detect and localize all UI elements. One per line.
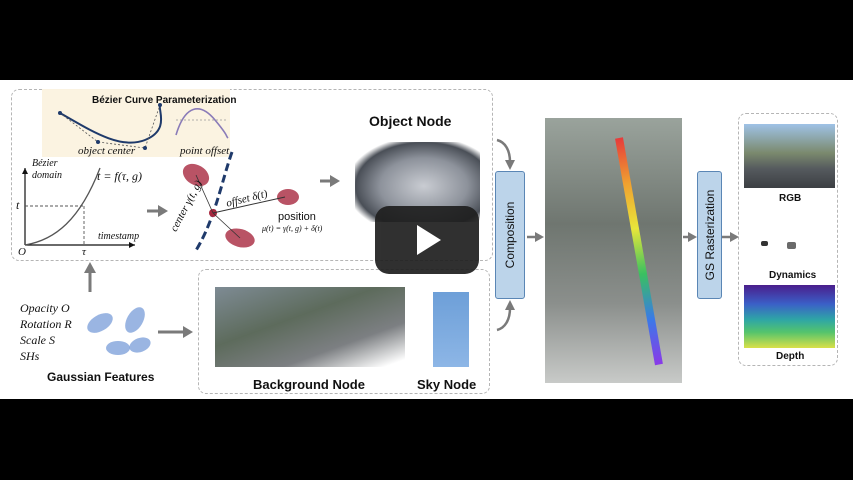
rgb-label: RGB [779, 193, 802, 204]
composed-scene-render [545, 118, 682, 383]
feature-rotation: Rotation R [20, 317, 72, 331]
sky-node-render [433, 292, 469, 367]
bezier-domain-label-2: domain [32, 170, 62, 181]
composition-label: Composition [503, 201, 517, 269]
composition-box: Composition [495, 171, 525, 299]
dynamics-output [744, 208, 835, 270]
background-node-title: Background Node [253, 377, 365, 392]
point-offset-label: point offset [180, 145, 230, 157]
position-label: position [278, 211, 316, 223]
sky-node-title: Sky Node [417, 377, 477, 392]
object-center-label: object center [78, 145, 136, 157]
rgb-output [744, 124, 835, 188]
background-node-render [215, 287, 405, 367]
gaussian-features-label: Gaussian Features [47, 370, 155, 384]
depth-label: Depth [776, 351, 805, 362]
t-label: t [16, 198, 20, 212]
origin-label: O [18, 246, 26, 258]
bezier-title: Bézier Curve Parameterization [92, 95, 237, 106]
play-button[interactable] [375, 206, 479, 274]
method-diagram: Bézier Curve Parameterization [0, 80, 853, 399]
object-node-group [11, 89, 493, 261]
feature-opacity: Opacity O [20, 301, 70, 315]
position-formula: μ(t) = γ(t, g) + δ(t) [262, 224, 323, 233]
output-group [738, 113, 838, 366]
trajectory-rainbow [615, 137, 663, 366]
bezier-domain-label-1: Bézier [32, 158, 58, 169]
dynamics-label: Dynamics [769, 270, 817, 281]
depth-output [744, 285, 835, 348]
feature-shs: SHs [20, 349, 40, 363]
bezier-curves [22, 103, 739, 355]
background-sky-group [198, 269, 490, 394]
gs-rasterization-label: GS Rasterization [702, 189, 717, 281]
object-node-title: Object Node [369, 113, 452, 129]
gs-rasterization-box: GS Rasterization [697, 171, 722, 299]
mapping-formula: t = f(τ, g) [97, 169, 143, 183]
play-icon [417, 225, 441, 255]
timestamp-label: timestamp [98, 231, 140, 242]
feature-scale: Scale S [20, 333, 55, 347]
tau-label: τ [82, 246, 86, 258]
